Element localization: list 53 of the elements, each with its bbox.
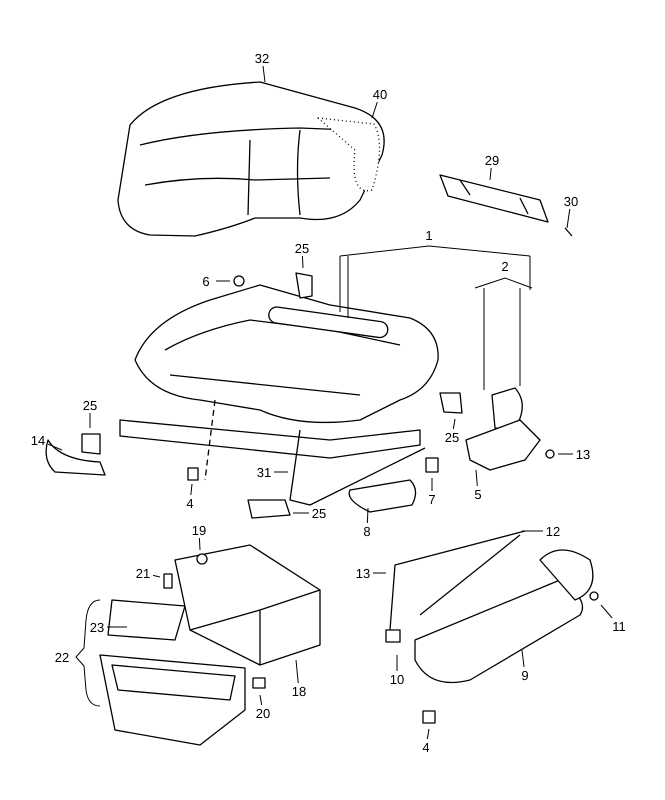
callout-number: 21 xyxy=(133,565,153,581)
callout-number: 20 xyxy=(253,705,273,721)
leader-line xyxy=(566,208,570,228)
leader-line xyxy=(476,470,478,486)
leader-line xyxy=(190,484,192,496)
callout-number: 7 xyxy=(422,491,442,507)
callout-number: 2 xyxy=(495,258,515,274)
callout-number: 8 xyxy=(357,523,377,539)
callout-number: 30 xyxy=(561,193,581,209)
leader-line xyxy=(372,572,386,574)
callout-number: 6 xyxy=(196,273,216,289)
callout-number: 14 xyxy=(28,432,48,448)
leader-line xyxy=(372,102,378,118)
callout-number: 19 xyxy=(189,522,209,538)
leader-line xyxy=(48,444,62,450)
callout-number: 40 xyxy=(370,86,390,102)
callout-number: 1 xyxy=(419,227,439,243)
callout-number: 4 xyxy=(416,739,436,755)
callout-number: 31 xyxy=(254,464,274,480)
callout-number: 22 xyxy=(52,649,72,665)
callout-number: 4 xyxy=(180,495,200,511)
callout-number: 11 xyxy=(609,618,629,634)
leader-line xyxy=(152,574,160,578)
leader-line xyxy=(198,538,200,550)
callout-number: 5 xyxy=(468,486,488,502)
leader-line xyxy=(262,66,266,82)
callout-number: 25 xyxy=(442,429,462,445)
leader-line xyxy=(426,728,430,740)
callout-number: 9 xyxy=(515,667,535,683)
callout-number: 12 xyxy=(543,523,563,539)
leader-line xyxy=(522,530,544,532)
leader-line xyxy=(366,508,368,524)
leader-line xyxy=(452,418,456,430)
callout-number: 23 xyxy=(87,619,107,635)
leader-line xyxy=(216,280,230,282)
callout-number: 25 xyxy=(309,505,329,521)
callout-number: 10 xyxy=(387,671,407,687)
leader-line xyxy=(600,604,613,618)
leader-line xyxy=(490,168,492,180)
callout-number: 29 xyxy=(482,152,502,168)
leader-line xyxy=(296,660,299,684)
callout-number: 13 xyxy=(353,565,373,581)
leader-line xyxy=(260,694,262,706)
callout-number: 25 xyxy=(292,240,312,256)
leader-line xyxy=(302,256,304,268)
callout-number: 18 xyxy=(289,683,309,699)
callout-number: 32 xyxy=(252,50,272,66)
leader-line xyxy=(292,512,310,514)
callout-number: 13 xyxy=(573,446,593,462)
leader-line xyxy=(522,650,525,668)
leader-line xyxy=(396,654,398,672)
leader-line xyxy=(106,626,128,628)
callout-number: 25 xyxy=(80,397,100,413)
